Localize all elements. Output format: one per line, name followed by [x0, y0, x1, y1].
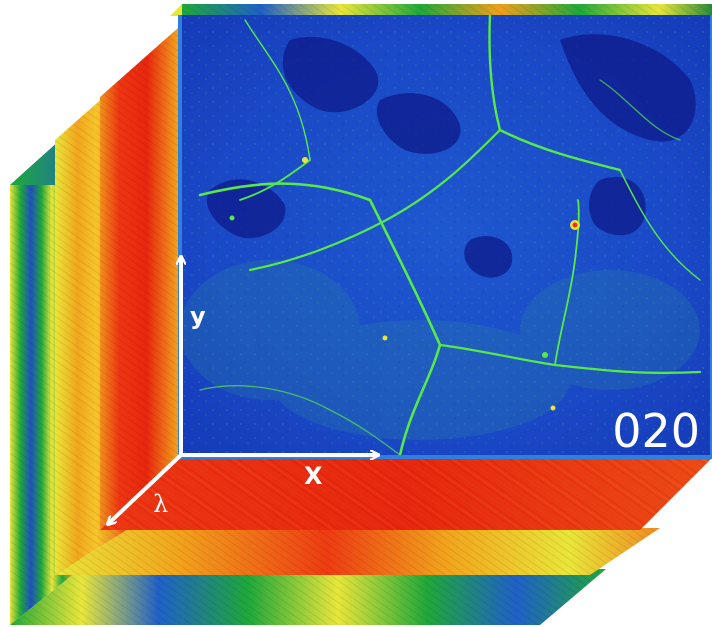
bright-spot	[302, 157, 308, 163]
road	[619, 169, 701, 281]
spectral-layer-red	[100, 28, 712, 530]
land-tint	[182, 260, 700, 440]
water-patch	[588, 176, 646, 236]
x-axis-label: X	[304, 462, 323, 490]
bright-spot	[542, 352, 548, 358]
lambda-axis-arrow	[108, 453, 183, 524]
land-region	[520, 270, 700, 390]
top-strip-corner	[170, 4, 182, 16]
layer-middle-bottom-hatch	[55, 528, 660, 575]
bright-spot	[572, 222, 578, 228]
road	[244, 19, 311, 161]
lambda-axis-label: λ	[153, 490, 168, 518]
water-patch	[376, 93, 461, 154]
road-network	[198, 15, 702, 455]
axes	[108, 255, 380, 524]
road	[554, 199, 580, 366]
layer-red-bottom-hatch-light	[100, 458, 712, 530]
bright-spots	[229, 157, 580, 411]
bright-spot	[229, 215, 235, 221]
bright-spot	[550, 405, 556, 411]
front-image-face: 020	[178, 15, 712, 459]
road	[199, 385, 401, 455]
y-axis-label: y	[190, 302, 206, 330]
bright-spot	[382, 335, 388, 341]
layer-back-bottom-hatch	[10, 569, 606, 625]
land-region	[270, 320, 570, 440]
layer-red-side-hatch	[100, 28, 178, 530]
water-patch	[560, 34, 696, 142]
water-patch	[282, 36, 379, 113]
water-bodies	[206, 34, 696, 278]
road	[599, 79, 681, 141]
water-patch	[206, 179, 286, 239]
top-strip-edge-hatch	[182, 4, 712, 16]
road	[248, 128, 502, 272]
land-region	[182, 260, 360, 400]
road	[239, 159, 311, 201]
water-patch	[464, 236, 513, 278]
band-number-label: 020	[612, 404, 700, 458]
